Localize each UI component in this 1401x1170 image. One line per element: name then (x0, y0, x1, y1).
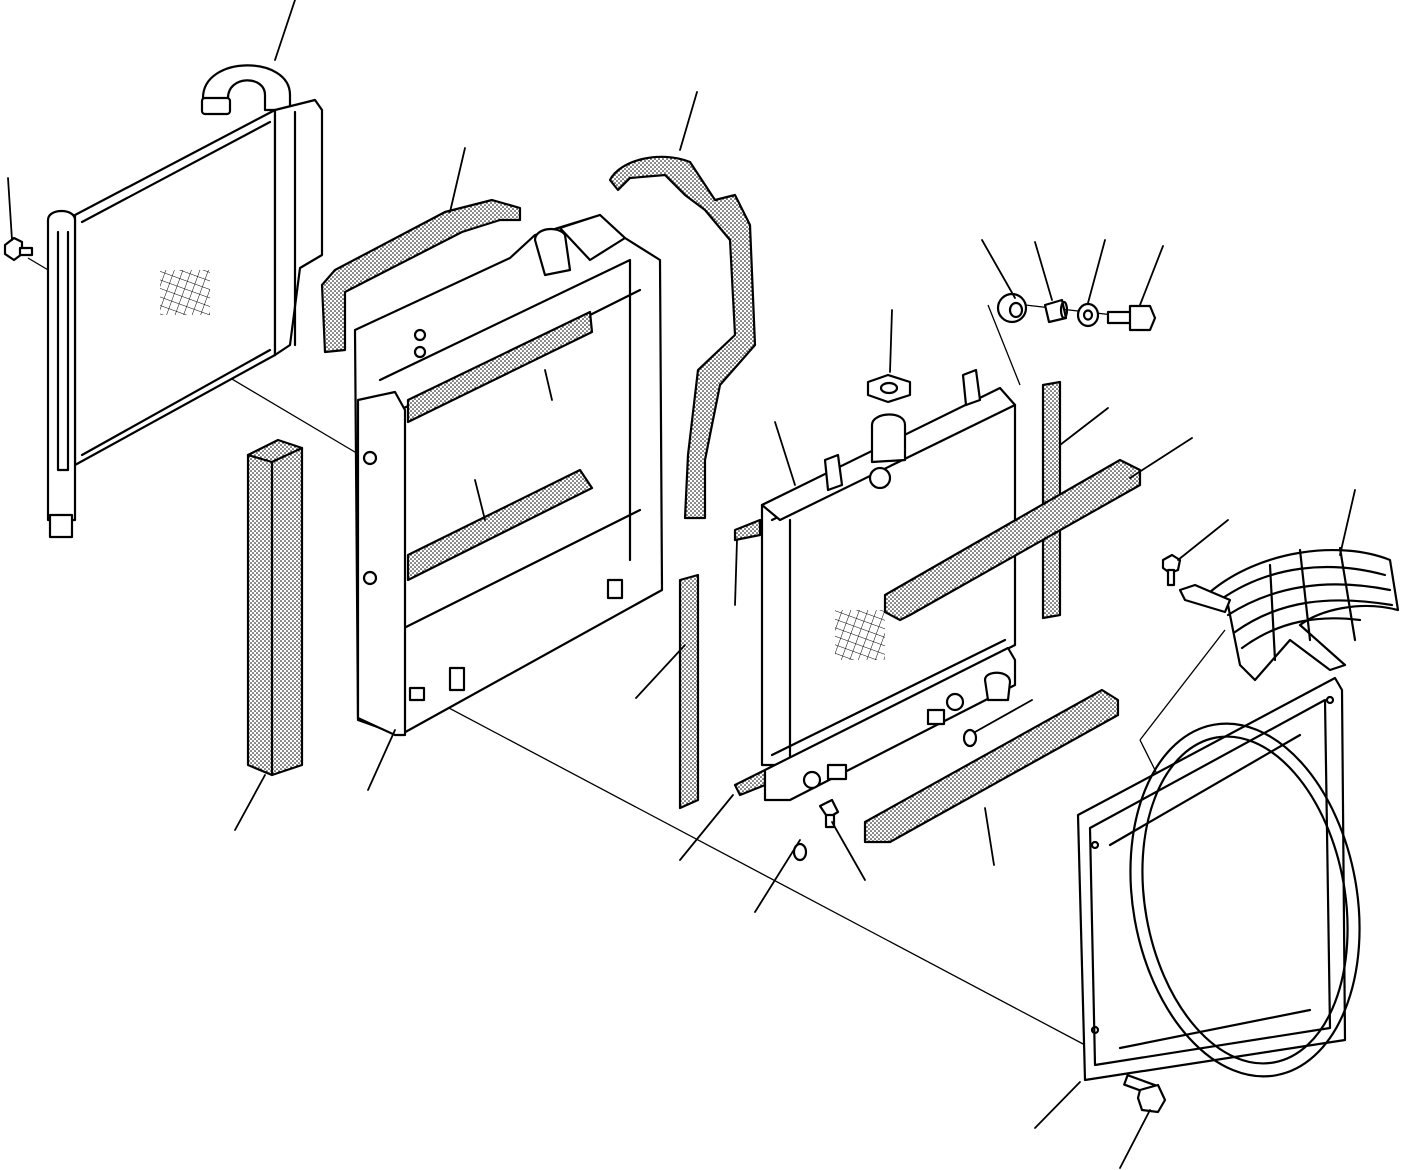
sponge-block (246, 438, 304, 777)
fan-guard (1178, 546, 1400, 682)
shroud-bolt (1123, 1074, 1167, 1114)
radiator-bottom-strip (733, 768, 767, 797)
collar (1043, 298, 1069, 324)
guard-screw (1161, 553, 1182, 587)
oil-cooler (3, 64, 324, 539)
plug (996, 292, 1028, 324)
upper-seal-strip (320, 198, 522, 354)
radiator-hose (608, 155, 757, 520)
washer (1076, 302, 1100, 328)
mounting-bolt-left (3, 236, 34, 262)
frame-seal-strips-lower (406, 468, 594, 582)
lower-seal-strip (863, 688, 1120, 844)
right-seal-strip-diagonal (883, 458, 1142, 622)
radiator-side-strip (733, 518, 762, 542)
cap-bolt (1106, 304, 1157, 332)
filler-cap-gasket (866, 373, 912, 404)
drain-cock (792, 842, 808, 862)
vertical-seal-strip (678, 573, 700, 810)
frame-seal-strips (406, 310, 594, 424)
radiator-core (760, 368, 1017, 802)
rubber-mount (962, 728, 978, 748)
drain-valve (818, 798, 840, 829)
fan-shroud (1076, 676, 1361, 1082)
leader-lines (7, 0, 1356, 1169)
radiator-frame (353, 213, 664, 737)
